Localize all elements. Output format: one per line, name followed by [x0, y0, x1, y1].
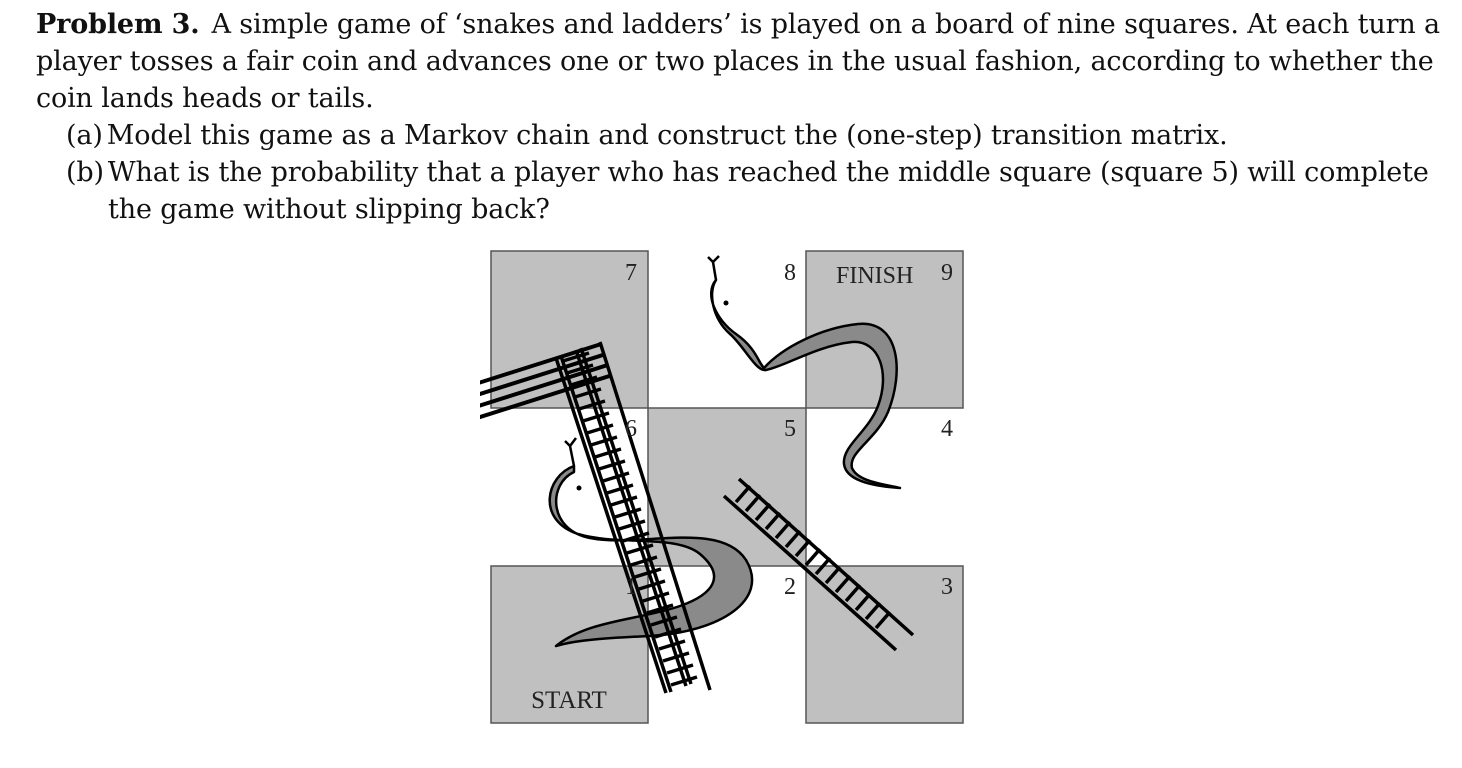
part-a: (a)Model this game as a Markov chain and…: [36, 117, 1452, 154]
finish-label: FINISH: [836, 263, 913, 289]
square-number-1: 1: [625, 574, 637, 600]
square-number-7: 7: [625, 260, 637, 286]
square-number-9: 9: [941, 260, 953, 286]
part-a-label: (a): [66, 120, 103, 151]
square-number-6: 6: [625, 416, 637, 442]
part-a-text: Model this game as a Markov chain and co…: [106, 120, 1228, 151]
ladder-right: [722, 477, 915, 652]
square-number-3: 3: [941, 574, 953, 600]
problem-text: A simple game of ‘snakes and ladders’ is…: [36, 9, 1440, 114]
square-1: [490, 565, 649, 724]
part-b-text: What is the probability that a player wh…: [107, 157, 1429, 225]
snakes-and-ladders-board: 7 8 FINISH 9 6 5 4 1 2 3 START: [480, 250, 964, 724]
problem-label: Problem 3.: [36, 9, 200, 40]
ladder-left-rungs: [554, 341, 712, 694]
square-number-2: 2: [784, 574, 796, 600]
problem-statement: Problem 3.A simple game of ‘snakes and l…: [36, 6, 1452, 228]
square-number-4: 4: [941, 416, 953, 442]
part-b-label: (b): [66, 157, 104, 188]
snake-upper: [707, 255, 902, 490]
square-number-8: 8: [784, 260, 796, 286]
start-label: START: [531, 687, 607, 714]
part-b: (b)What is the probability that a player…: [36, 154, 1452, 228]
ladder-left: [480, 341, 614, 485]
square-number-5: 5: [784, 416, 796, 442]
problem-intro: Problem 3.A simple game of ‘snakes and l…: [36, 6, 1452, 117]
